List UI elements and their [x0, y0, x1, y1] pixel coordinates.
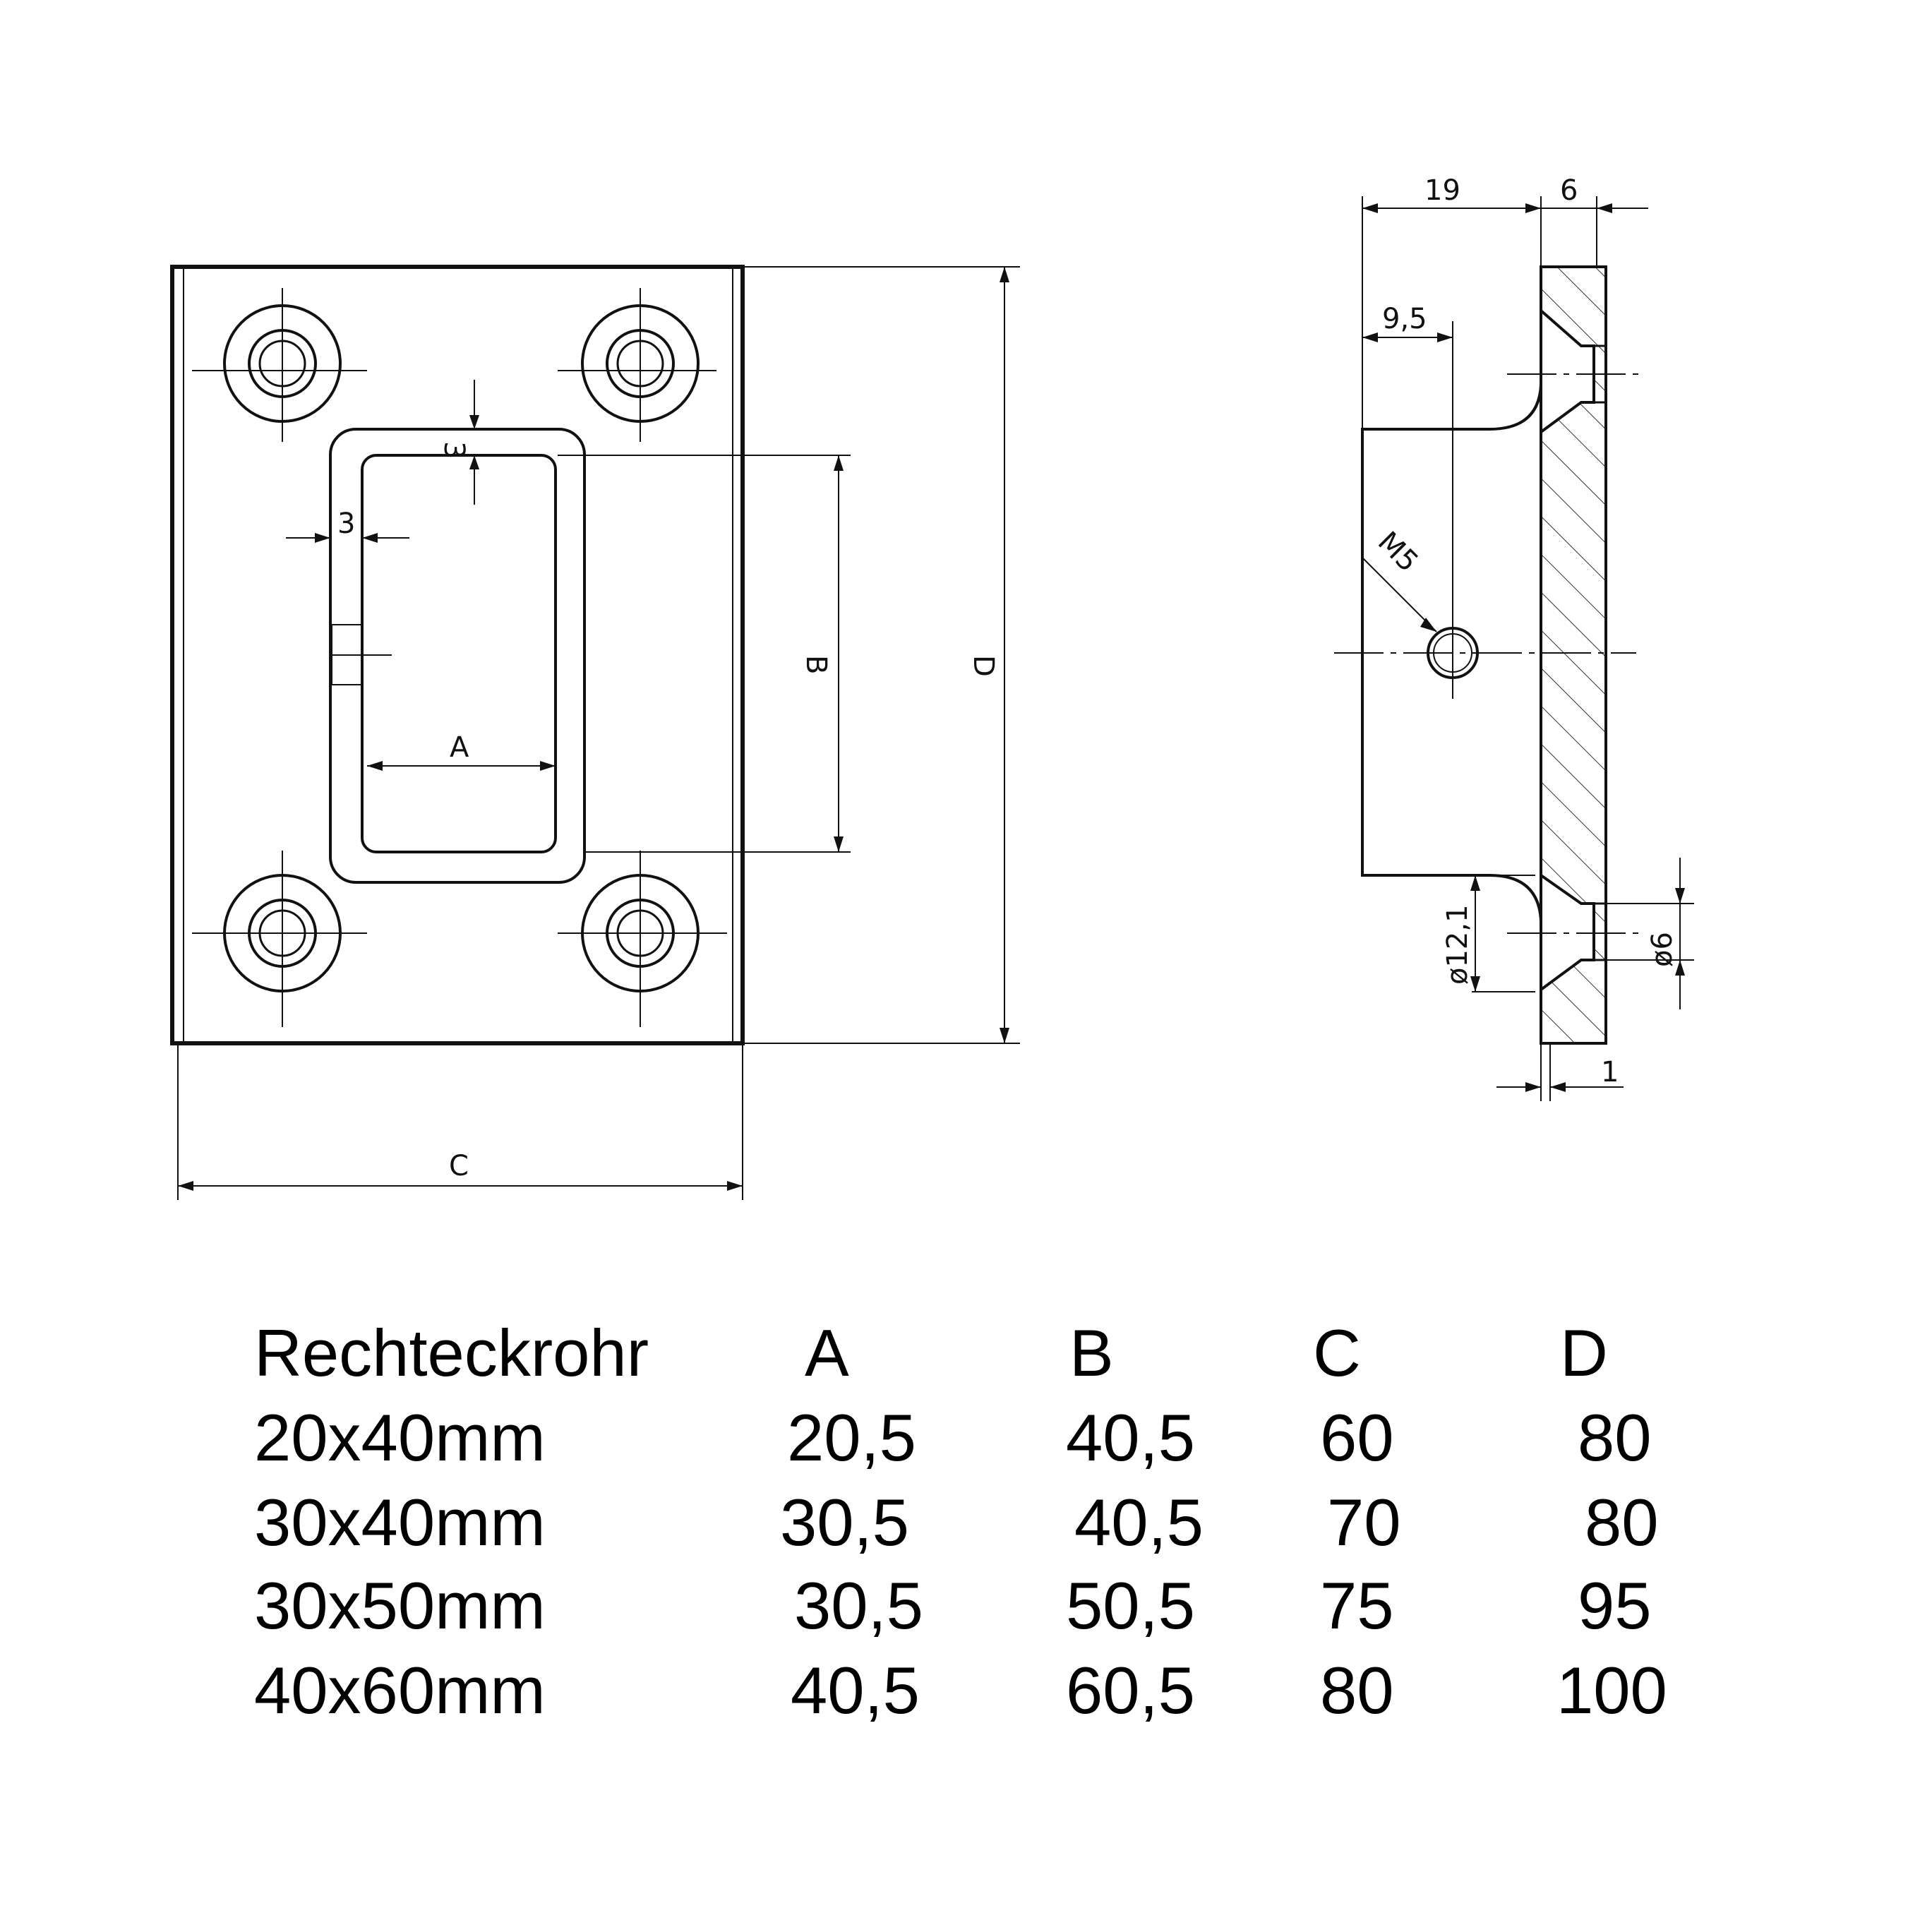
dim-dia-6: [1606, 858, 1694, 1009]
tube-outer-wall: [329, 428, 586, 884]
header-d: D: [1560, 1316, 1608, 1390]
row-3-c: 75: [1320, 1568, 1394, 1643]
row-4-a: 40,5: [791, 1653, 920, 1727]
label-dim-c: C: [449, 1150, 469, 1182]
tube-inner-wall: [361, 454, 557, 853]
mounting-hole-top-left: [192, 288, 367, 442]
row-4-size: 40x60mm: [254, 1653, 546, 1727]
label-thread-m5: M5: [1372, 526, 1424, 579]
side-view: [1334, 196, 1694, 1101]
header-rechteckrohr: Rechteckrohr: [254, 1316, 649, 1390]
label-dim-9-5: 9,5: [1382, 303, 1427, 335]
row-1-size: 20x40mm: [254, 1400, 546, 1475]
row-2-size: 30x40mm: [254, 1485, 546, 1559]
mounting-hole-top-right: [558, 288, 716, 442]
label-dim-a: A: [450, 731, 469, 764]
header-b: B: [1069, 1316, 1114, 1390]
row-3-d: 95: [1578, 1568, 1652, 1643]
header-a: A: [805, 1316, 849, 1390]
label-dia-6: ø6: [1646, 932, 1679, 967]
label-dim-19: 19: [1424, 174, 1460, 207]
dim-6: [1541, 196, 1648, 267]
label-dim-6: 6: [1560, 174, 1578, 207]
label-wall-horizontal: 3: [337, 508, 355, 540]
dim-d: [743, 266, 1020, 1044]
row-3-size: 30x50mm: [254, 1568, 546, 1643]
label-dim-d: D: [967, 655, 1000, 677]
row-1-b: 40,5: [1066, 1400, 1195, 1475]
row-2-a: 30,5: [780, 1485, 909, 1559]
row-3-b: 50,5: [1066, 1568, 1195, 1643]
dim-b: [558, 455, 851, 853]
mounting-hole-bottom-right: [558, 851, 727, 1027]
row-1-d: 80: [1578, 1400, 1652, 1475]
row-4-b: 60,5: [1066, 1653, 1195, 1727]
plate-outline: [170, 265, 745, 1045]
row-2-c: 70: [1327, 1485, 1401, 1559]
plate-inner-edge: [183, 266, 733, 1044]
row-4-d: 100: [1556, 1653, 1667, 1727]
tube-body: [1361, 384, 1542, 922]
row-2-b: 40,5: [1074, 1485, 1204, 1559]
mounting-hole-bottom-left: [192, 851, 367, 1027]
front-view: [170, 265, 1020, 1200]
header-c: C: [1313, 1316, 1361, 1390]
dim-dia-12-1: [1472, 875, 1535, 992]
label-dia-12-1: ø12,1: [1441, 904, 1474, 985]
label-wall-vertical: 3: [438, 441, 470, 459]
row-1-a: 20,5: [787, 1400, 916, 1475]
row-4-c: 80: [1320, 1653, 1394, 1727]
row-2-d: 80: [1585, 1485, 1659, 1559]
label-dim-1: 1: [1601, 1056, 1619, 1088]
row-3-a: 30,5: [794, 1568, 923, 1643]
dim-c: [177, 1043, 743, 1200]
row-1-c: 60: [1320, 1400, 1394, 1475]
label-dim-b: B: [800, 655, 832, 674]
